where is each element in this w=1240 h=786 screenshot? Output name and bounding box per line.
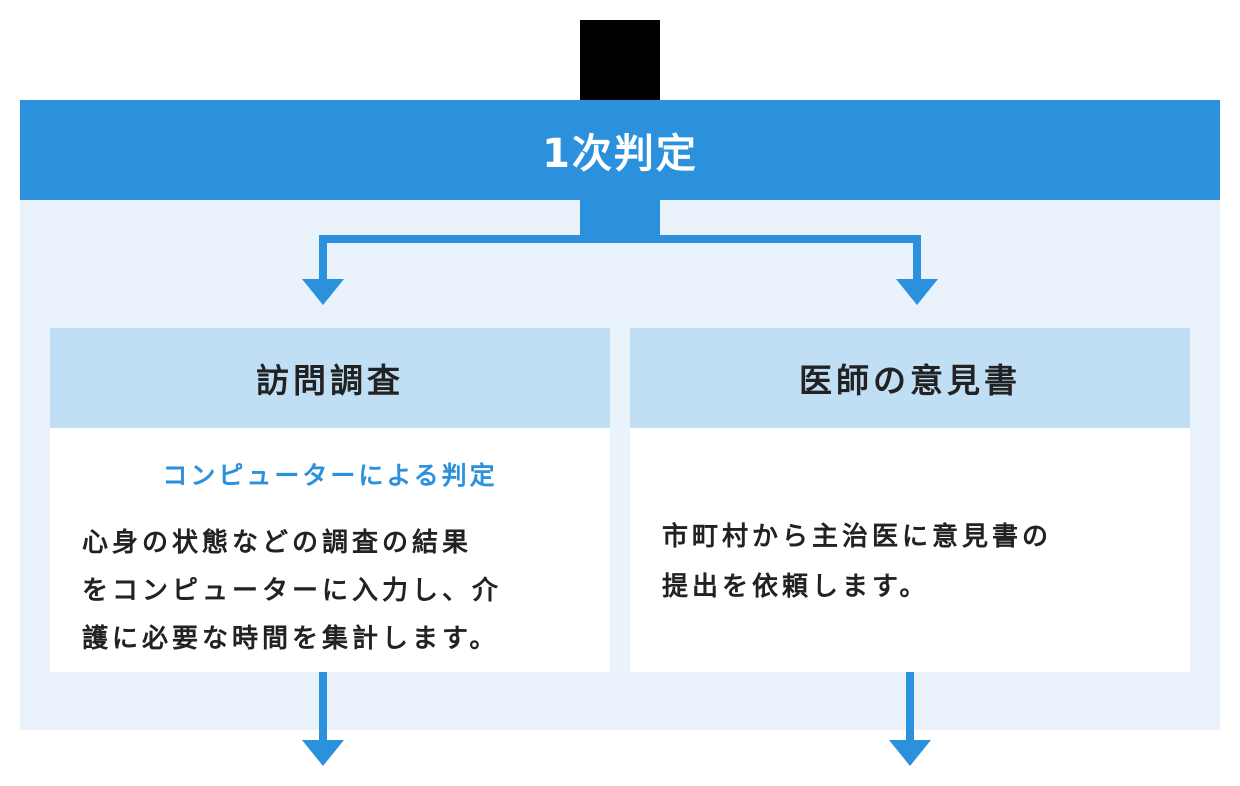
card-body-visit-survey: コンピューターによる判定 心身の状態などの調査の結果 をコンピューターに入力し、… <box>50 428 610 672</box>
card-text-line: 提出を依頼します。 <box>662 572 930 602</box>
arrow-down-icon <box>889 740 931 766</box>
arrow-down-icon <box>896 279 938 305</box>
branch-right-drop <box>913 235 921 280</box>
branch-stem <box>580 200 660 235</box>
card-subtitle: コンピューターによる判定 <box>162 461 498 490</box>
arrow-down-icon <box>302 279 344 305</box>
card-text-line: 心身の状態などの調査の結果 <box>82 528 473 558</box>
arrow-down-icon <box>302 740 344 766</box>
branch-crossbar <box>319 235 921 243</box>
branch-left-drop <box>319 235 327 280</box>
card-header-doctor-opinion: 医師の意見書 <box>630 328 1190 428</box>
bottom-right-stem <box>906 672 914 740</box>
card-text-line: 市町村から主治医に意見書の <box>662 522 1053 552</box>
card-body-doctor-opinion: 市町村から主治医に意見書の 提出を依頼します。 <box>630 428 1190 672</box>
card-text-line: 護に必要な時間を集計します。 <box>82 624 500 654</box>
bottom-left-stem <box>319 672 327 740</box>
card-header-visit-survey: 訪問調査 <box>50 328 610 428</box>
stage-header: 1次判定 <box>20 100 1220 200</box>
card-text-line: をコンピューターに入力し、介 <box>82 576 503 606</box>
stage-title: 1次判定 <box>542 131 698 177</box>
card-title: 医師の意見書 <box>799 361 1021 400</box>
top-connector <box>580 20 660 100</box>
card-title: 訪問調査 <box>256 361 404 400</box>
